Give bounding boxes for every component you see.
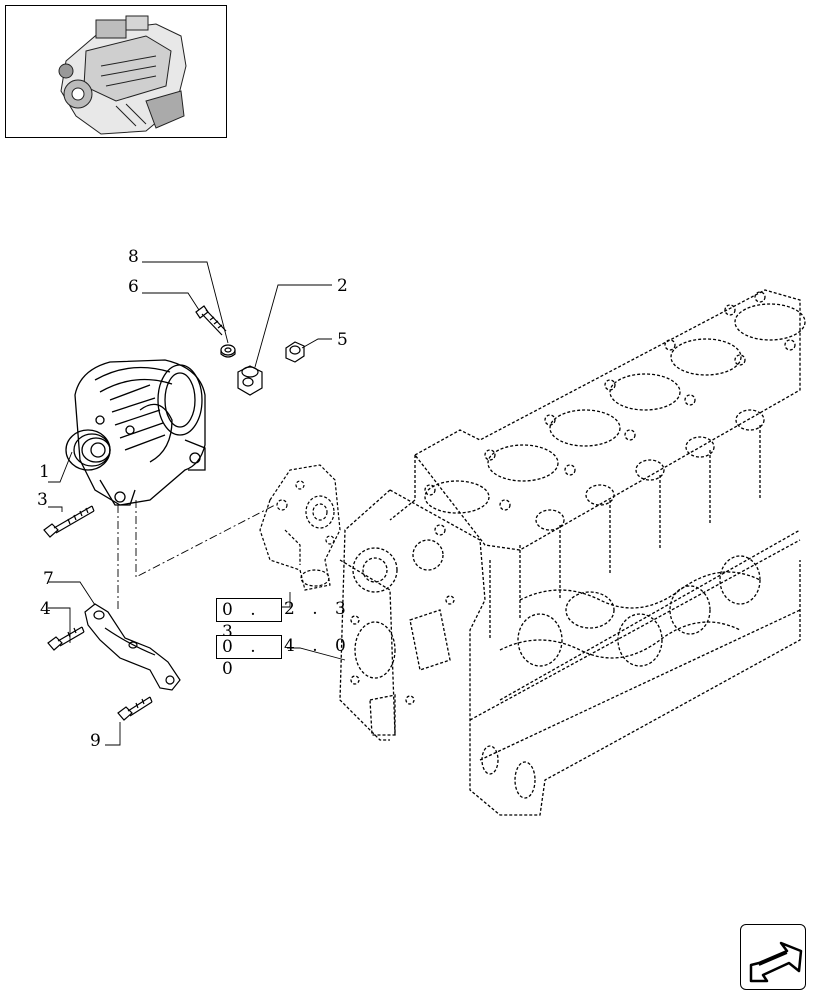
reference-box[interactable]: 0 . 3 — [216, 598, 282, 642]
callout-2: 2 — [337, 276, 348, 296]
bolt-item-4 — [47, 626, 85, 651]
callout-5: 5 — [337, 330, 348, 350]
water-pump-housing — [259, 464, 341, 591]
spacer-item-2 — [237, 365, 263, 396]
reference-box[interactable]: 0 . 0 — [216, 635, 282, 679]
callout-1: 1 — [39, 462, 50, 482]
callout-7: 7 — [43, 569, 54, 589]
engine-block — [339, 289, 806, 816]
next-page-button[interactable] — [740, 924, 806, 990]
callout-4: 4 — [40, 599, 51, 619]
bolt-item-6 — [195, 305, 227, 336]
callout-3: 3 — [37, 490, 48, 510]
bolt-item-3 — [43, 505, 95, 538]
engine-overview-icon — [58, 15, 187, 135]
callout-8: 8 — [128, 247, 139, 267]
washer-item-8 — [220, 344, 236, 358]
alternator — [65, 359, 206, 506]
engine-thumbnail[interactable] — [5, 5, 227, 138]
callout-6: 6 — [128, 277, 139, 297]
bolt-item-9 — [117, 696, 153, 721]
reference-suffix: 2 . 3 — [284, 599, 352, 619]
reference-suffix: 4 . 0 — [284, 636, 352, 656]
bracket-item-7 — [84, 603, 181, 691]
callout-9: 9 — [90, 731, 101, 751]
next-page-arrow-icon — [749, 941, 803, 983]
nut-item-5 — [285, 341, 305, 363]
